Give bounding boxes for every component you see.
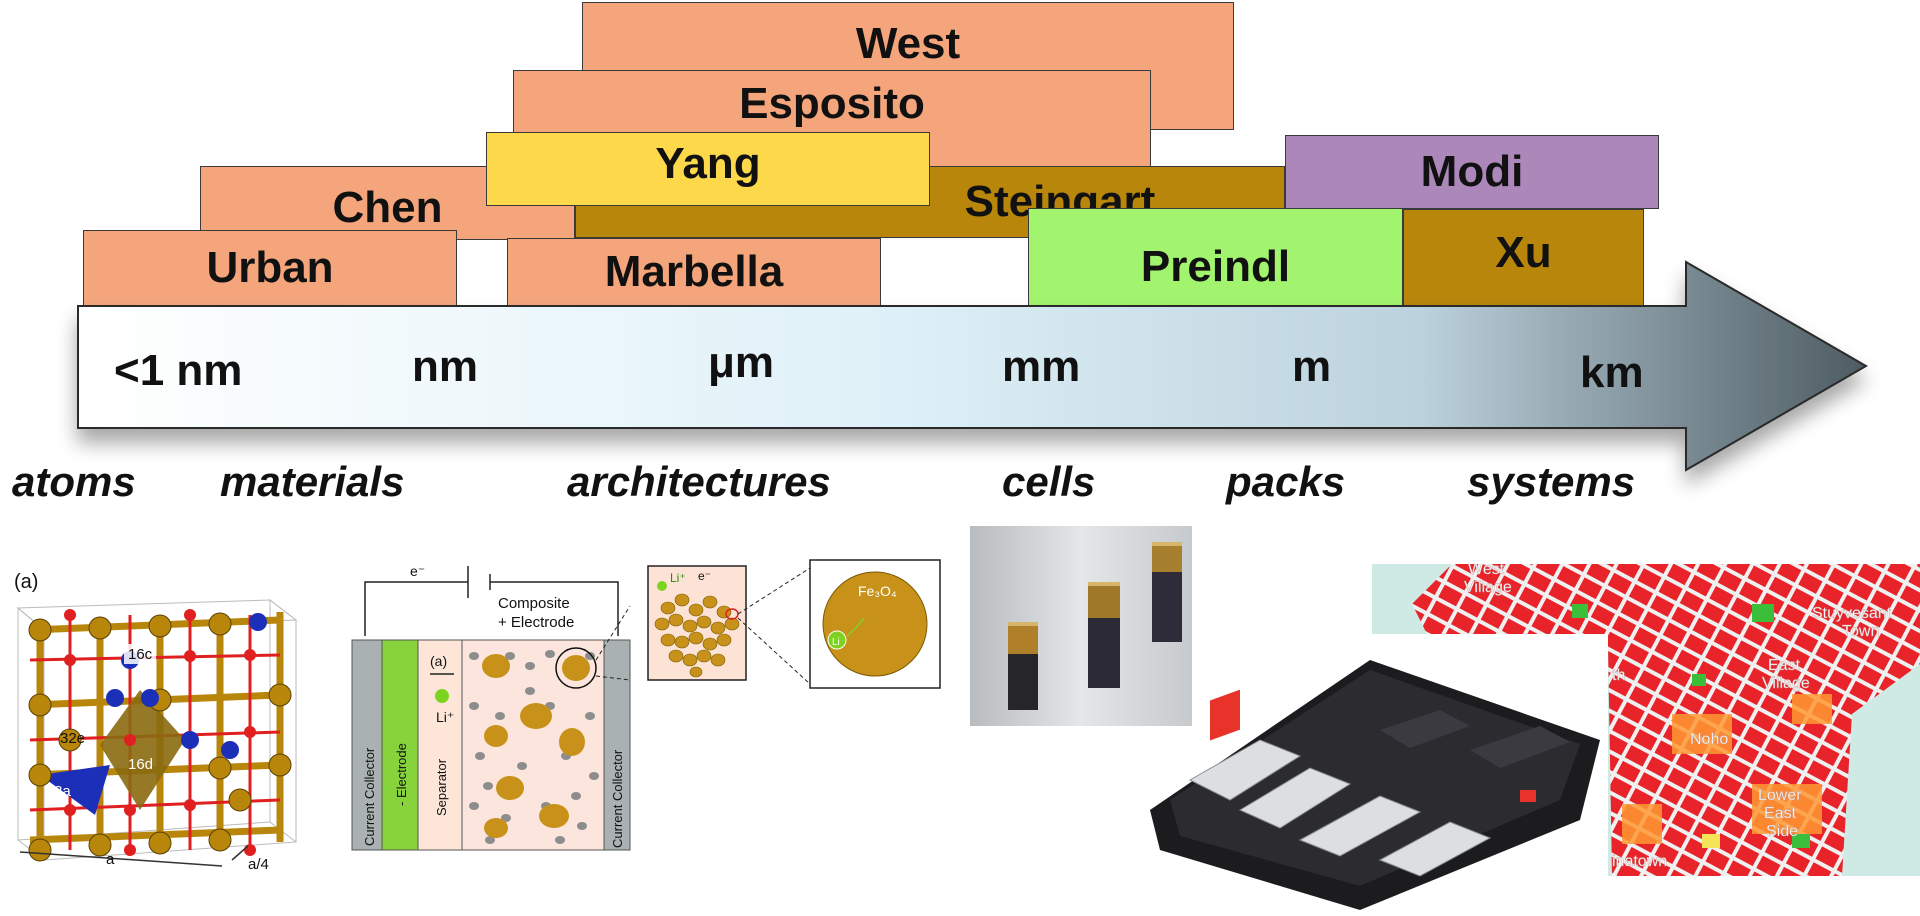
electron-label: e⁻ (410, 563, 425, 579)
map-les-3: Side (1766, 823, 1798, 840)
site-8a-label: 8a (54, 783, 71, 800)
bar-marbella: Marbella (507, 238, 881, 306)
octahedron-16d (100, 690, 185, 810)
category-systems: systems (1467, 458, 1636, 505)
axis-a-label: a (106, 851, 115, 868)
map-les-1: Lower (1758, 787, 1802, 804)
battery-pack-image (1150, 660, 1600, 910)
category-atoms: atoms (12, 458, 136, 505)
map-noho: Noho (1690, 731, 1728, 748)
map-west-village-1: West (1468, 564, 1505, 578)
particle-li-label: Li (832, 637, 840, 648)
pack-red-connectors (1210, 689, 1536, 802)
negative-electrode-label: - Electrode (394, 743, 409, 806)
bar-yang: Yang (486, 132, 930, 206)
battery-cells-photo (970, 526, 1192, 726)
unit-um: μm (708, 338, 775, 387)
crystal-structure-image: (a) (14, 571, 298, 873)
map-east-village-2: Village (1762, 675, 1810, 692)
bar-chen-label: Chen (332, 183, 443, 232)
bar-xu-label: Xu (1495, 228, 1552, 277)
map-east-village-1: East (1768, 657, 1801, 674)
bar-esposito-label: Esposito (739, 79, 925, 128)
scale-arrow-body (77, 260, 1868, 472)
li-ion-label: Li⁺ (436, 709, 454, 725)
map-chinatown: inatown (1612, 853, 1667, 870)
unit-sub-nm: <1 nm (114, 346, 243, 395)
map-stuyvesant-2: Town (1842, 623, 1879, 640)
unit-m: m (1292, 342, 1332, 391)
composite-label-1: Composite (498, 595, 570, 612)
bar-yang-label: Yang (655, 139, 761, 188)
current-collector-left (351, 639, 383, 851)
electrode-schematic-image: e⁻ Composite + Electrode Current Collect… (351, 559, 941, 851)
crystal-panel-label: (a) (14, 571, 38, 593)
pack-modules (1188, 739, 1492, 877)
bar-preindl: Preindl (1028, 208, 1403, 306)
composite-label-2: + Electrode (498, 614, 574, 631)
crystal-atoms-blue (106, 613, 267, 759)
bar-west-label: West (855, 19, 961, 68)
separator-layer (417, 639, 463, 851)
bar-xu: Xu (1403, 209, 1644, 306)
unit-km: km (1580, 348, 1644, 397)
map-th: th (1612, 667, 1625, 684)
cell-3 (1152, 542, 1182, 642)
unit-mm: mm (1002, 342, 1081, 391)
tetrahedron-8a (40, 765, 110, 815)
current-collector-right (603, 639, 631, 851)
site-16c-label: 16c (128, 646, 153, 663)
category-packs: packs (1226, 458, 1346, 505)
unit-nm: nm (412, 342, 478, 391)
bar-modi-label: Modi (1420, 147, 1524, 196)
map-les-2: East (1764, 805, 1797, 822)
map-stuyvesant-1: Stuyvesant (1812, 605, 1892, 622)
zoom-li-label: Li⁺ (670, 571, 686, 585)
cell-1 (1008, 622, 1038, 710)
category-cells: cells (1002, 458, 1096, 505)
crystal-atoms-gold (28, 612, 292, 862)
cell-2 (1088, 582, 1120, 688)
category-materials: materials (220, 458, 405, 505)
bar-urban: Urban (83, 230, 457, 306)
current-collector-right-label: Current Collector (610, 749, 625, 848)
fe3o4-particle (822, 571, 928, 677)
category-architectures: architectures (567, 458, 831, 505)
current-collector-left-label: Current Collector (362, 747, 377, 846)
zoom-circle (555, 647, 597, 689)
map-west-village-2: Village (1464, 579, 1512, 596)
active-particles (482, 654, 590, 838)
electrode-panel-label: (a) (430, 653, 447, 669)
separator-label: Separator (434, 758, 449, 816)
bar-preindl-label: Preindl (1140, 242, 1291, 291)
site-32e-label: 32e (60, 730, 85, 747)
axis-a-arrow (19, 851, 223, 867)
bar-urban-label: Urban (206, 243, 334, 292)
crystal-atoms-red (64, 609, 256, 856)
particle-label: Fe₃O₄ (858, 583, 897, 599)
site-16d-label: 16d (128, 756, 153, 773)
axis-a4-label: a/4 (248, 856, 269, 873)
bar-marbella-label: Marbella (604, 247, 784, 296)
zoom-e-label: e⁻ (698, 569, 711, 583)
li-ion-dot (435, 689, 449, 703)
bar-modi: Modi (1285, 135, 1659, 209)
